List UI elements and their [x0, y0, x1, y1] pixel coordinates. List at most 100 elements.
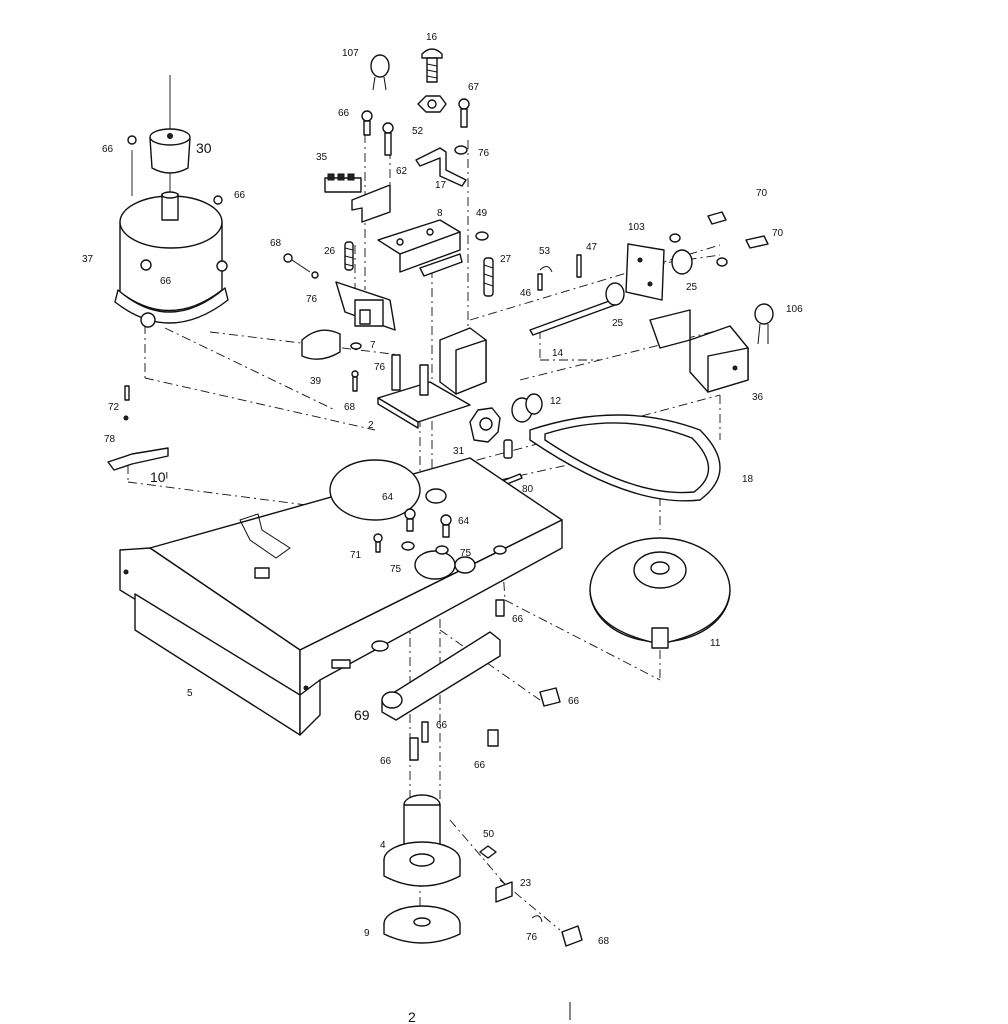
label-14: 14 [552, 348, 564, 359]
label-72: 72 [108, 402, 120, 413]
label-31: 31 [453, 446, 465, 457]
label-27: 27 [500, 254, 512, 265]
bracket-78 [107, 385, 169, 471]
label-30: 30 [196, 140, 212, 156]
label-39: 39 [310, 376, 322, 387]
bracket-17 [415, 147, 467, 187]
screws-66-62 [361, 110, 394, 156]
screw-68-left [283, 253, 319, 279]
label-66-chassis: 66 [512, 614, 524, 625]
clip-23 [495, 881, 513, 903]
label-75-right: 75 [460, 548, 472, 559]
screw-67 [458, 98, 470, 128]
label-64-right: 64 [458, 516, 470, 527]
label-106: 106 [786, 304, 803, 315]
label-52: 52 [412, 126, 424, 137]
solenoid-36 [649, 309, 749, 393]
label-2: 2 [368, 420, 374, 431]
part-labels: 107 16 67 66 52 76 35 62 17 66 30 66 70 … [82, 32, 803, 1024]
washer-76 [454, 145, 468, 155]
label-62: 62 [396, 166, 408, 177]
label-69: 69 [354, 707, 370, 723]
label-66-bracket-right: 66 [568, 696, 580, 707]
label-16: 16 [426, 32, 438, 43]
label-66-motor-mid: 66 [160, 276, 172, 287]
screw-68-mid [351, 370, 359, 392]
bracket-8 [377, 219, 463, 277]
page-number: 2 [408, 1009, 416, 1024]
label-25-right: 25 [686, 282, 698, 293]
label-17: 17 [435, 180, 447, 191]
gear-31 [469, 407, 501, 443]
label-75-left: 75 [390, 564, 402, 575]
spring-26 [344, 241, 354, 271]
pins-53-47 [537, 254, 582, 291]
capacitor-106 [754, 303, 774, 345]
label-76-left: 76 [306, 294, 318, 305]
screws-70 [669, 211, 769, 267]
leader-lines [127, 75, 721, 931]
washer-50 [479, 845, 497, 859]
chassis-5 [119, 457, 563, 736]
label-4: 4 [380, 840, 386, 851]
label-68-left: 68 [270, 238, 282, 249]
label-64-left: 64 [382, 492, 394, 503]
label-25-left: 25 [612, 318, 624, 329]
label-76-mid: 76 [374, 362, 386, 373]
label-66-bracket-mid: 66 [436, 720, 448, 731]
label-49: 49 [476, 208, 488, 219]
label-71: 71 [350, 550, 362, 561]
label-47: 47 [586, 242, 598, 253]
washer-76-mid [350, 342, 362, 350]
capacitor-107 [370, 54, 390, 91]
label-10: 10ᴵ [150, 469, 168, 485]
label-76-top: 76 [478, 148, 490, 159]
solenoid-plate-7 [335, 281, 396, 331]
label-7: 7 [370, 340, 376, 351]
label-66-spindle: 66 [380, 756, 392, 767]
label-67: 67 [468, 82, 480, 93]
label-53: 53 [539, 246, 551, 257]
label-46: 46 [520, 288, 532, 299]
nut-52 [417, 95, 447, 113]
motor-pulley-30 [149, 128, 191, 174]
label-68-bottom: 68 [598, 936, 610, 947]
label-37: 37 [82, 254, 94, 265]
motor-screws [127, 135, 223, 271]
label-68-mid: 68 [344, 402, 356, 413]
label-5: 5 [187, 688, 193, 699]
label-103: 103 [628, 222, 645, 233]
plate-103 [625, 243, 665, 301]
shaft-46 [529, 299, 616, 336]
label-70-bottom: 70 [772, 228, 784, 239]
pulley-12 [511, 393, 543, 423]
frame-14 [439, 327, 487, 395]
label-9: 9 [364, 928, 370, 939]
belt-18 [529, 414, 721, 502]
cover-39 [301, 329, 341, 360]
label-107: 107 [342, 48, 359, 59]
label-76-bottom: 76 [526, 932, 538, 943]
screw-16 [421, 48, 443, 83]
flywheel-11 [589, 537, 731, 649]
label-23: 23 [520, 878, 532, 889]
label-66-top: 66 [338, 108, 350, 119]
label-70-top: 70 [756, 188, 768, 199]
label-66-motor-left: 66 [102, 144, 114, 155]
base-9 [383, 905, 461, 944]
base-plate-2 [377, 354, 471, 429]
label-66-lower-right: 66 [474, 760, 486, 771]
label-18: 18 [742, 474, 754, 485]
label-8: 8 [437, 208, 443, 219]
screw-68-bottom [531, 915, 583, 947]
washer-49 [475, 231, 489, 241]
spindle-4 [383, 794, 461, 887]
label-26: 26 [324, 246, 336, 257]
screws-66-lower [409, 599, 561, 761]
switch-35 [324, 173, 391, 223]
label-36: 36 [752, 392, 764, 403]
label-50: 50 [483, 829, 495, 840]
spring-27 [483, 257, 494, 297]
washers-25 [605, 249, 693, 306]
